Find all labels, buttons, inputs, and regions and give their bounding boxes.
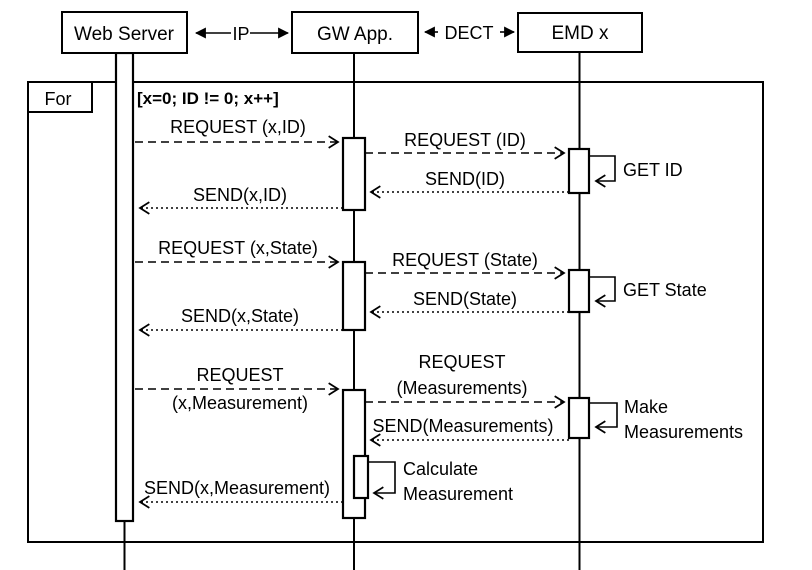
- actor-emd-x-label: EMD x: [552, 23, 610, 44]
- message-get-state: GET State: [589, 276, 707, 308]
- activation-emd-2: [567, 268, 591, 314]
- message-get-id: GET ID: [589, 155, 683, 188]
- message-request-x-measurement-label2: (x,Measurement): [172, 393, 308, 413]
- activation-gw-app-1: [341, 136, 367, 212]
- message-calculate-measurement-label: Calculate: [403, 459, 478, 479]
- actor-gw-app: GW App.: [291, 11, 419, 54]
- message-send-x-measurement-label: SEND(x,Measurement): [144, 478, 330, 498]
- message-calculate-measurement: Calculate Measurement: [368, 459, 513, 504]
- activation-emd-1: [567, 147, 591, 195]
- activation-gw-app-nested: [352, 454, 370, 500]
- activations: [114, 51, 591, 523]
- for-operator-box: [27, 81, 93, 113]
- message-send-id-label: SEND(ID): [425, 169, 505, 189]
- message-make-measurements-label2: Measurements: [624, 422, 743, 442]
- message-request-id-label: REQUEST (ID): [404, 130, 526, 150]
- message-send-x-state: SEND(x,State): [138, 306, 343, 337]
- actor-gw-app-box: [291, 11, 419, 54]
- message-make-measurements: Make Measurements: [589, 397, 743, 442]
- message-request-x-measurement-label: REQUEST: [196, 365, 283, 385]
- message-get-state-label: GET State: [623, 280, 707, 300]
- message-send-x-id: SEND(x,ID): [138, 185, 343, 215]
- message-request-state-label: REQUEST (State): [392, 250, 538, 270]
- for-frame-border: [27, 81, 764, 543]
- message-send-state-label: SEND(State): [413, 289, 517, 309]
- link-ip-label: IP: [232, 24, 249, 44]
- actor-gw-app-label: GW App.: [317, 24, 393, 45]
- actor-web-server-label: Web Server: [74, 24, 175, 45]
- actor-web-server: Web Server: [61, 11, 188, 54]
- message-get-state-selfcall: [589, 276, 616, 308]
- actor-emd-x-box: [517, 12, 643, 53]
- message-send-id: SEND(ID): [369, 169, 569, 199]
- message-request-id: REQUEST (ID): [365, 130, 566, 160]
- message-get-id-selfcall: [589, 155, 616, 188]
- activation-gw-app-2: [341, 260, 367, 332]
- message-request-measurements: REQUEST (Measurements): [365, 352, 566, 409]
- message-request-x-id-label: REQUEST (x,ID): [170, 117, 306, 137]
- message-request-x-state: REQUEST (x,State): [135, 238, 340, 269]
- for-operator-label: For: [45, 89, 72, 109]
- message-request-x-id: REQUEST (x,ID): [135, 117, 340, 149]
- message-get-id-label: GET ID: [623, 160, 683, 180]
- for-operator: For [x=0; ID != 0; x++]: [27, 81, 279, 113]
- message-send-state: SEND(State): [369, 289, 569, 319]
- message-send-x-id-label: SEND(x,ID): [193, 185, 287, 205]
- message-request-x-measurement: REQUEST (x,Measurement): [135, 365, 340, 413]
- activation-emd-3: [567, 396, 591, 440]
- actor-web-server-box: [61, 11, 188, 54]
- activation-web-server: [114, 51, 135, 523]
- message-send-x-measurement: SEND(x,Measurement): [138, 478, 343, 509]
- message-request-state: REQUEST (State): [365, 250, 566, 280]
- message-send-x-state-label: SEND(x,State): [181, 306, 299, 326]
- message-request-measurements-label: REQUEST: [418, 352, 505, 372]
- message-send-measurements-label: SEND(Measurements): [372, 416, 553, 436]
- link-ip: IP: [194, 24, 290, 44]
- link-dect-label: DECT: [445, 23, 494, 43]
- for-condition-label: [x=0; ID != 0; x++]: [137, 89, 279, 108]
- message-request-x-state-label: REQUEST (x,State): [158, 238, 318, 258]
- message-make-measurements-label: Make: [624, 397, 668, 417]
- message-calculate-measurement-selfcall: [368, 461, 396, 500]
- message-request-measurements-label2: (Measurements): [396, 378, 527, 398]
- message-make-measurements-selfcall: [589, 402, 618, 434]
- link-dect: DECT: [423, 23, 516, 43]
- actor-emd-x: EMD x: [517, 12, 643, 53]
- message-calculate-measurement-label2: Measurement: [403, 484, 513, 504]
- message-send-measurements: SEND(Measurements): [369, 416, 569, 447]
- for-frame: [27, 81, 764, 543]
